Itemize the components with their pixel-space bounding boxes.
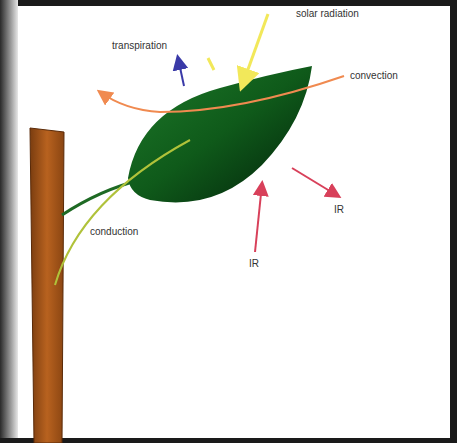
ir-label: IR	[249, 258, 259, 270]
convection-label: convection	[350, 70, 398, 82]
ir-label: IR	[334, 204, 344, 216]
transpiration-label: transpiration	[112, 40, 167, 52]
radiation-label: solar radiation	[296, 8, 359, 20]
conduction-label: conduction	[90, 226, 138, 238]
